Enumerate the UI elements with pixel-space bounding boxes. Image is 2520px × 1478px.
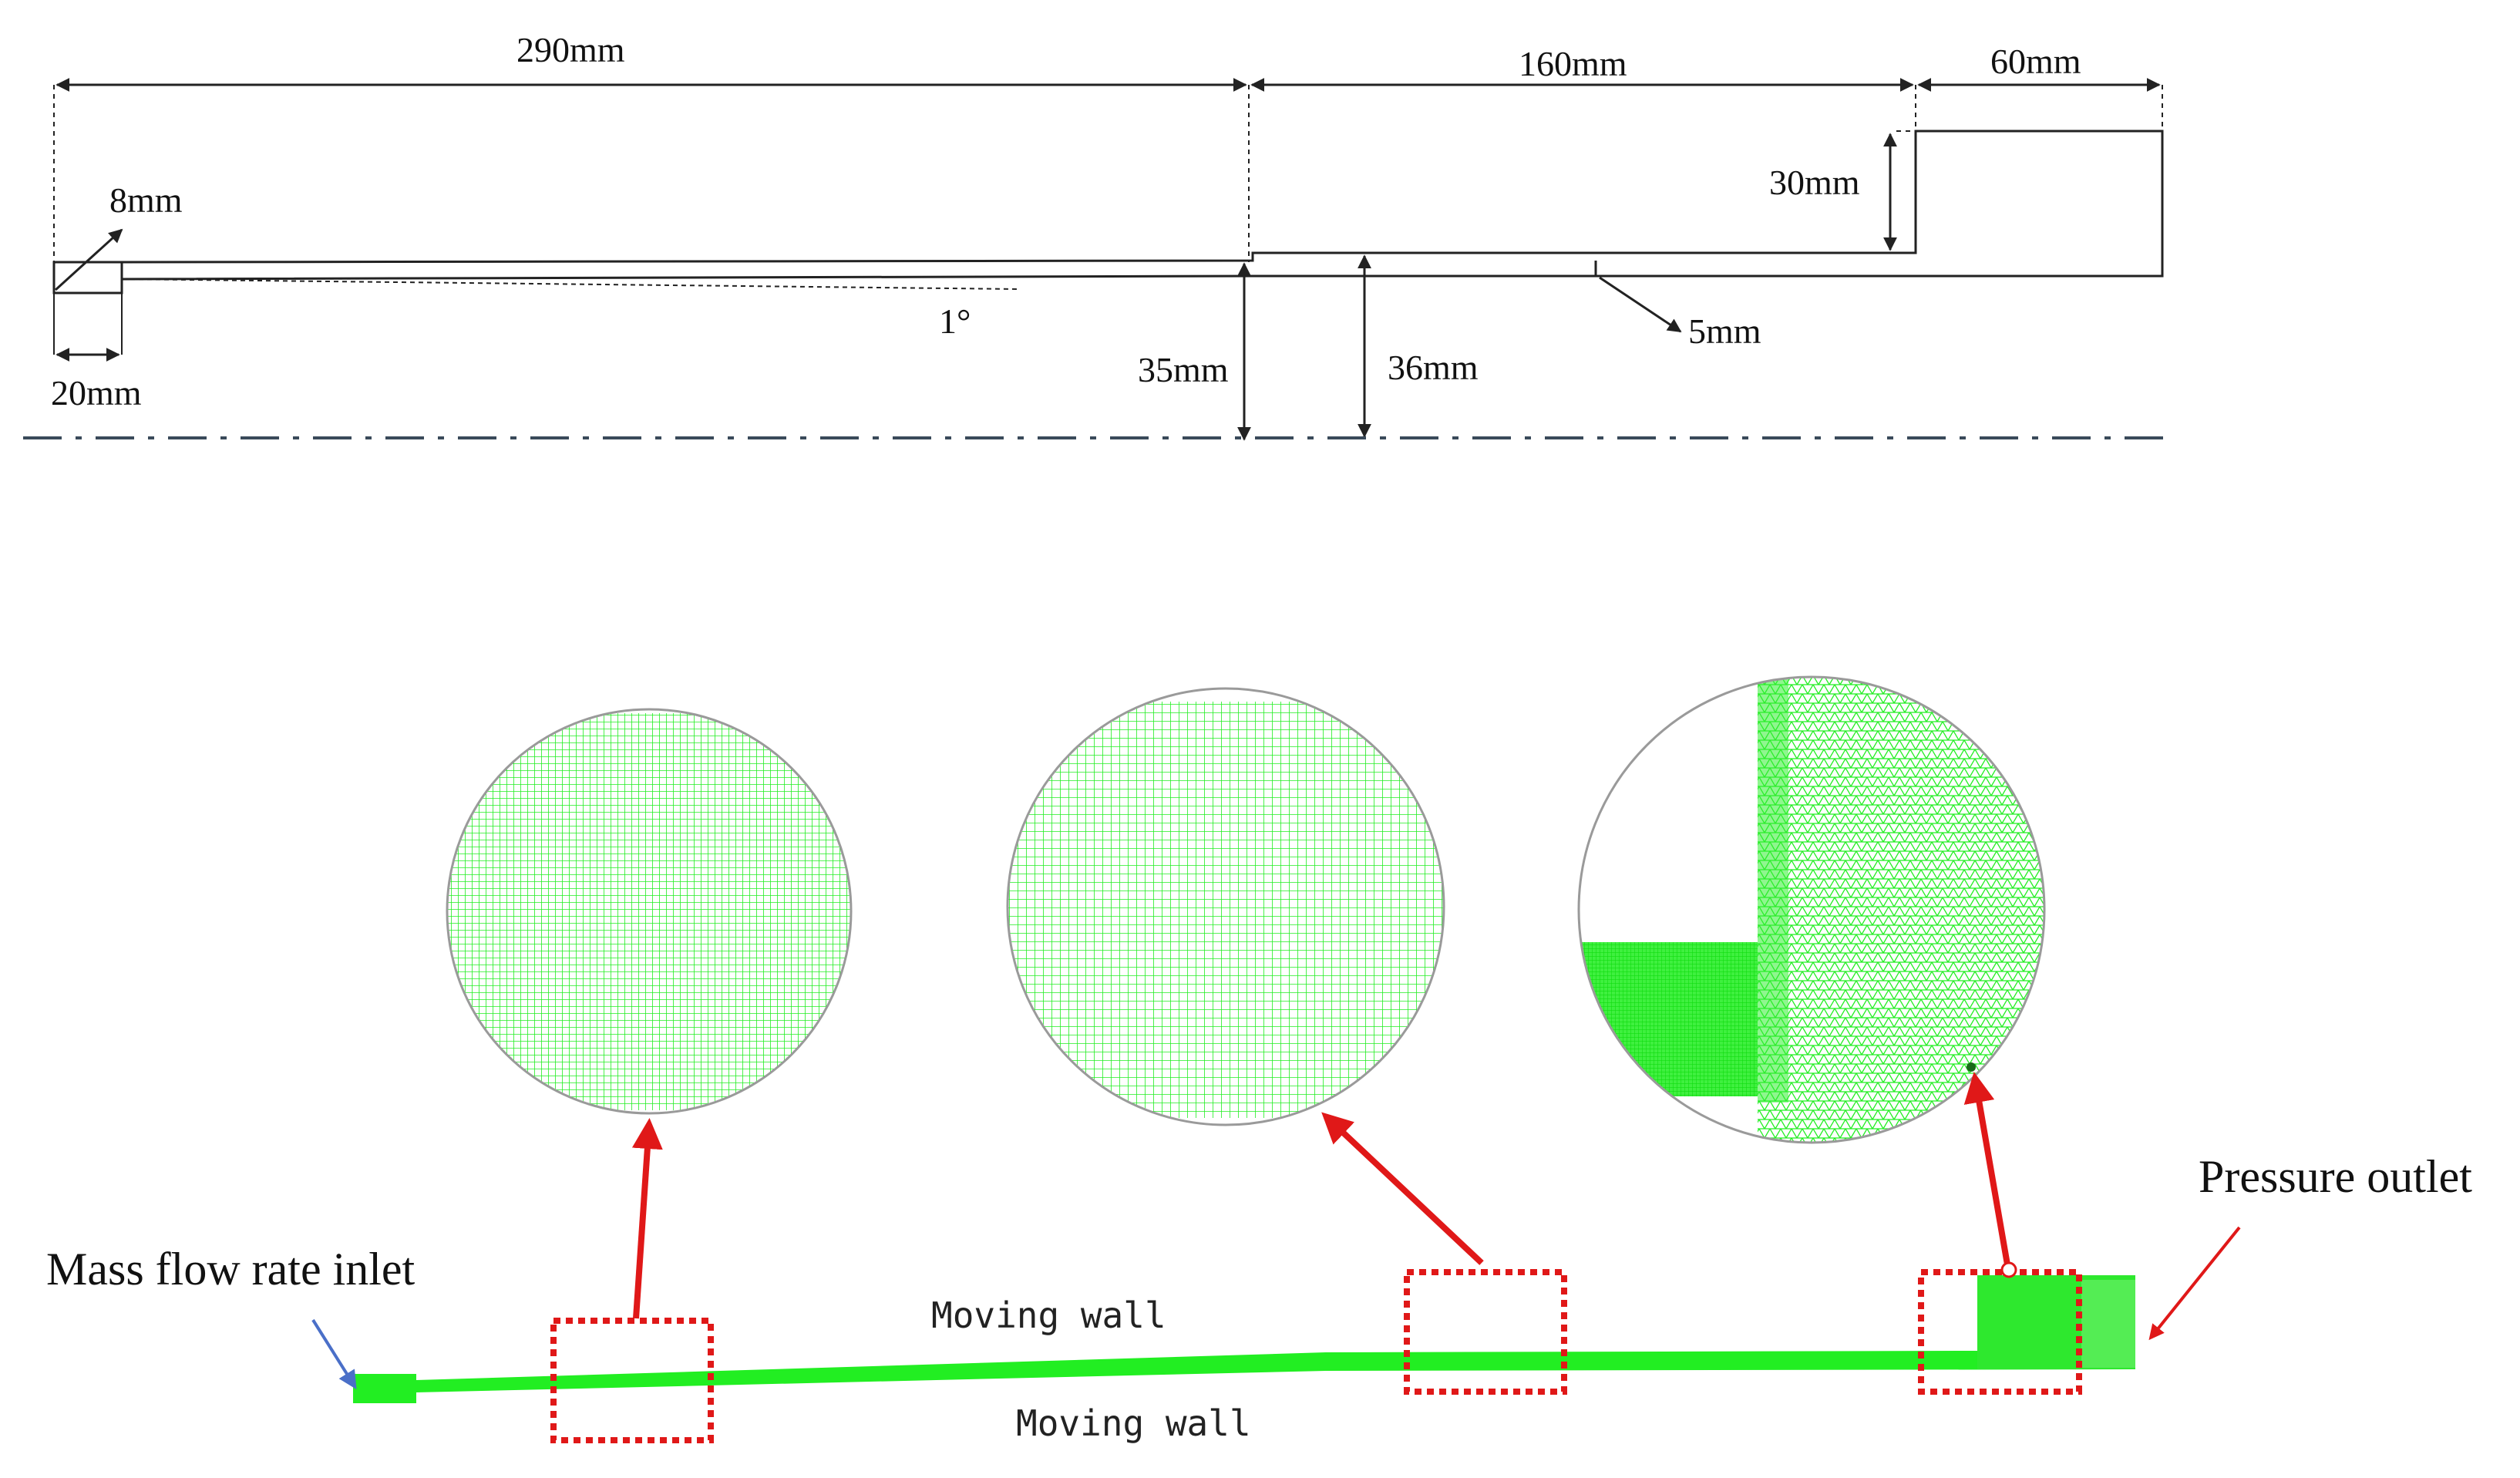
label-moving-wall-bottom: Moving wall (1016, 1402, 1251, 1444)
zoom-arrow-3 (1963, 1072, 2011, 1270)
outlet-arrow (2148, 1226, 2241, 1341)
label-5mm: 5mm (1688, 311, 1761, 351)
label-8mm: 8mm (109, 180, 183, 220)
zoom-arrow-1 (631, 1118, 663, 1319)
label-moving-wall-top: Moving wall (931, 1295, 1166, 1336)
zoom-arrow-2 (1321, 1112, 1484, 1265)
highlight-box-3 (1918, 1269, 2082, 1395)
highlight-box-2 (1404, 1269, 1567, 1395)
zoom-view-3 (1577, 675, 2046, 1144)
highlight-box-1 (550, 1318, 714, 1443)
label-35mm: 35mm (1138, 350, 1229, 389)
label-20mm: 20mm (51, 373, 142, 412)
geometry-schematic: 290mm 160mm 60mm 30mm 8mm 20mm 1° 35mm 3… (23, 30, 2166, 441)
label-inlet: Mass flow rate inlet (46, 1244, 416, 1295)
zoom-arrows (631, 1072, 2241, 1341)
highlight-boxes (550, 1269, 2082, 1443)
dim-8-arrow (54, 228, 123, 291)
taper-reference-line (121, 278, 1018, 290)
outlet-point-marker (1967, 1062, 1976, 1072)
label-outlet: Pressure outlet (2199, 1151, 2472, 1202)
extension-lines (53, 85, 2163, 262)
zoom-view-2 (1006, 687, 1445, 1126)
label-angle: 1° (939, 301, 971, 341)
dimension-arrows (53, 78, 2161, 441)
channel-outline (121, 130, 2164, 281)
geometry-outline (52, 130, 2164, 295)
mesh-diagram: Mass flow rate inlet Pressure outlet Mov… (46, 675, 2472, 1444)
label-290mm: 290mm (516, 30, 625, 69)
label-36mm: 36mm (1388, 348, 1479, 387)
inlet-section (52, 261, 123, 295)
inlet-arrow (311, 1318, 357, 1390)
label-60mm: 60mm (1990, 42, 2081, 81)
mesh-strip (353, 1275, 2135, 1403)
dim-5-arrow (1599, 276, 1682, 333)
label-30mm: 30mm (1769, 163, 1860, 202)
label-160mm: 160mm (1519, 44, 1627, 83)
mesh-domain (353, 1275, 2135, 1403)
zoom-view-1 (446, 708, 853, 1115)
